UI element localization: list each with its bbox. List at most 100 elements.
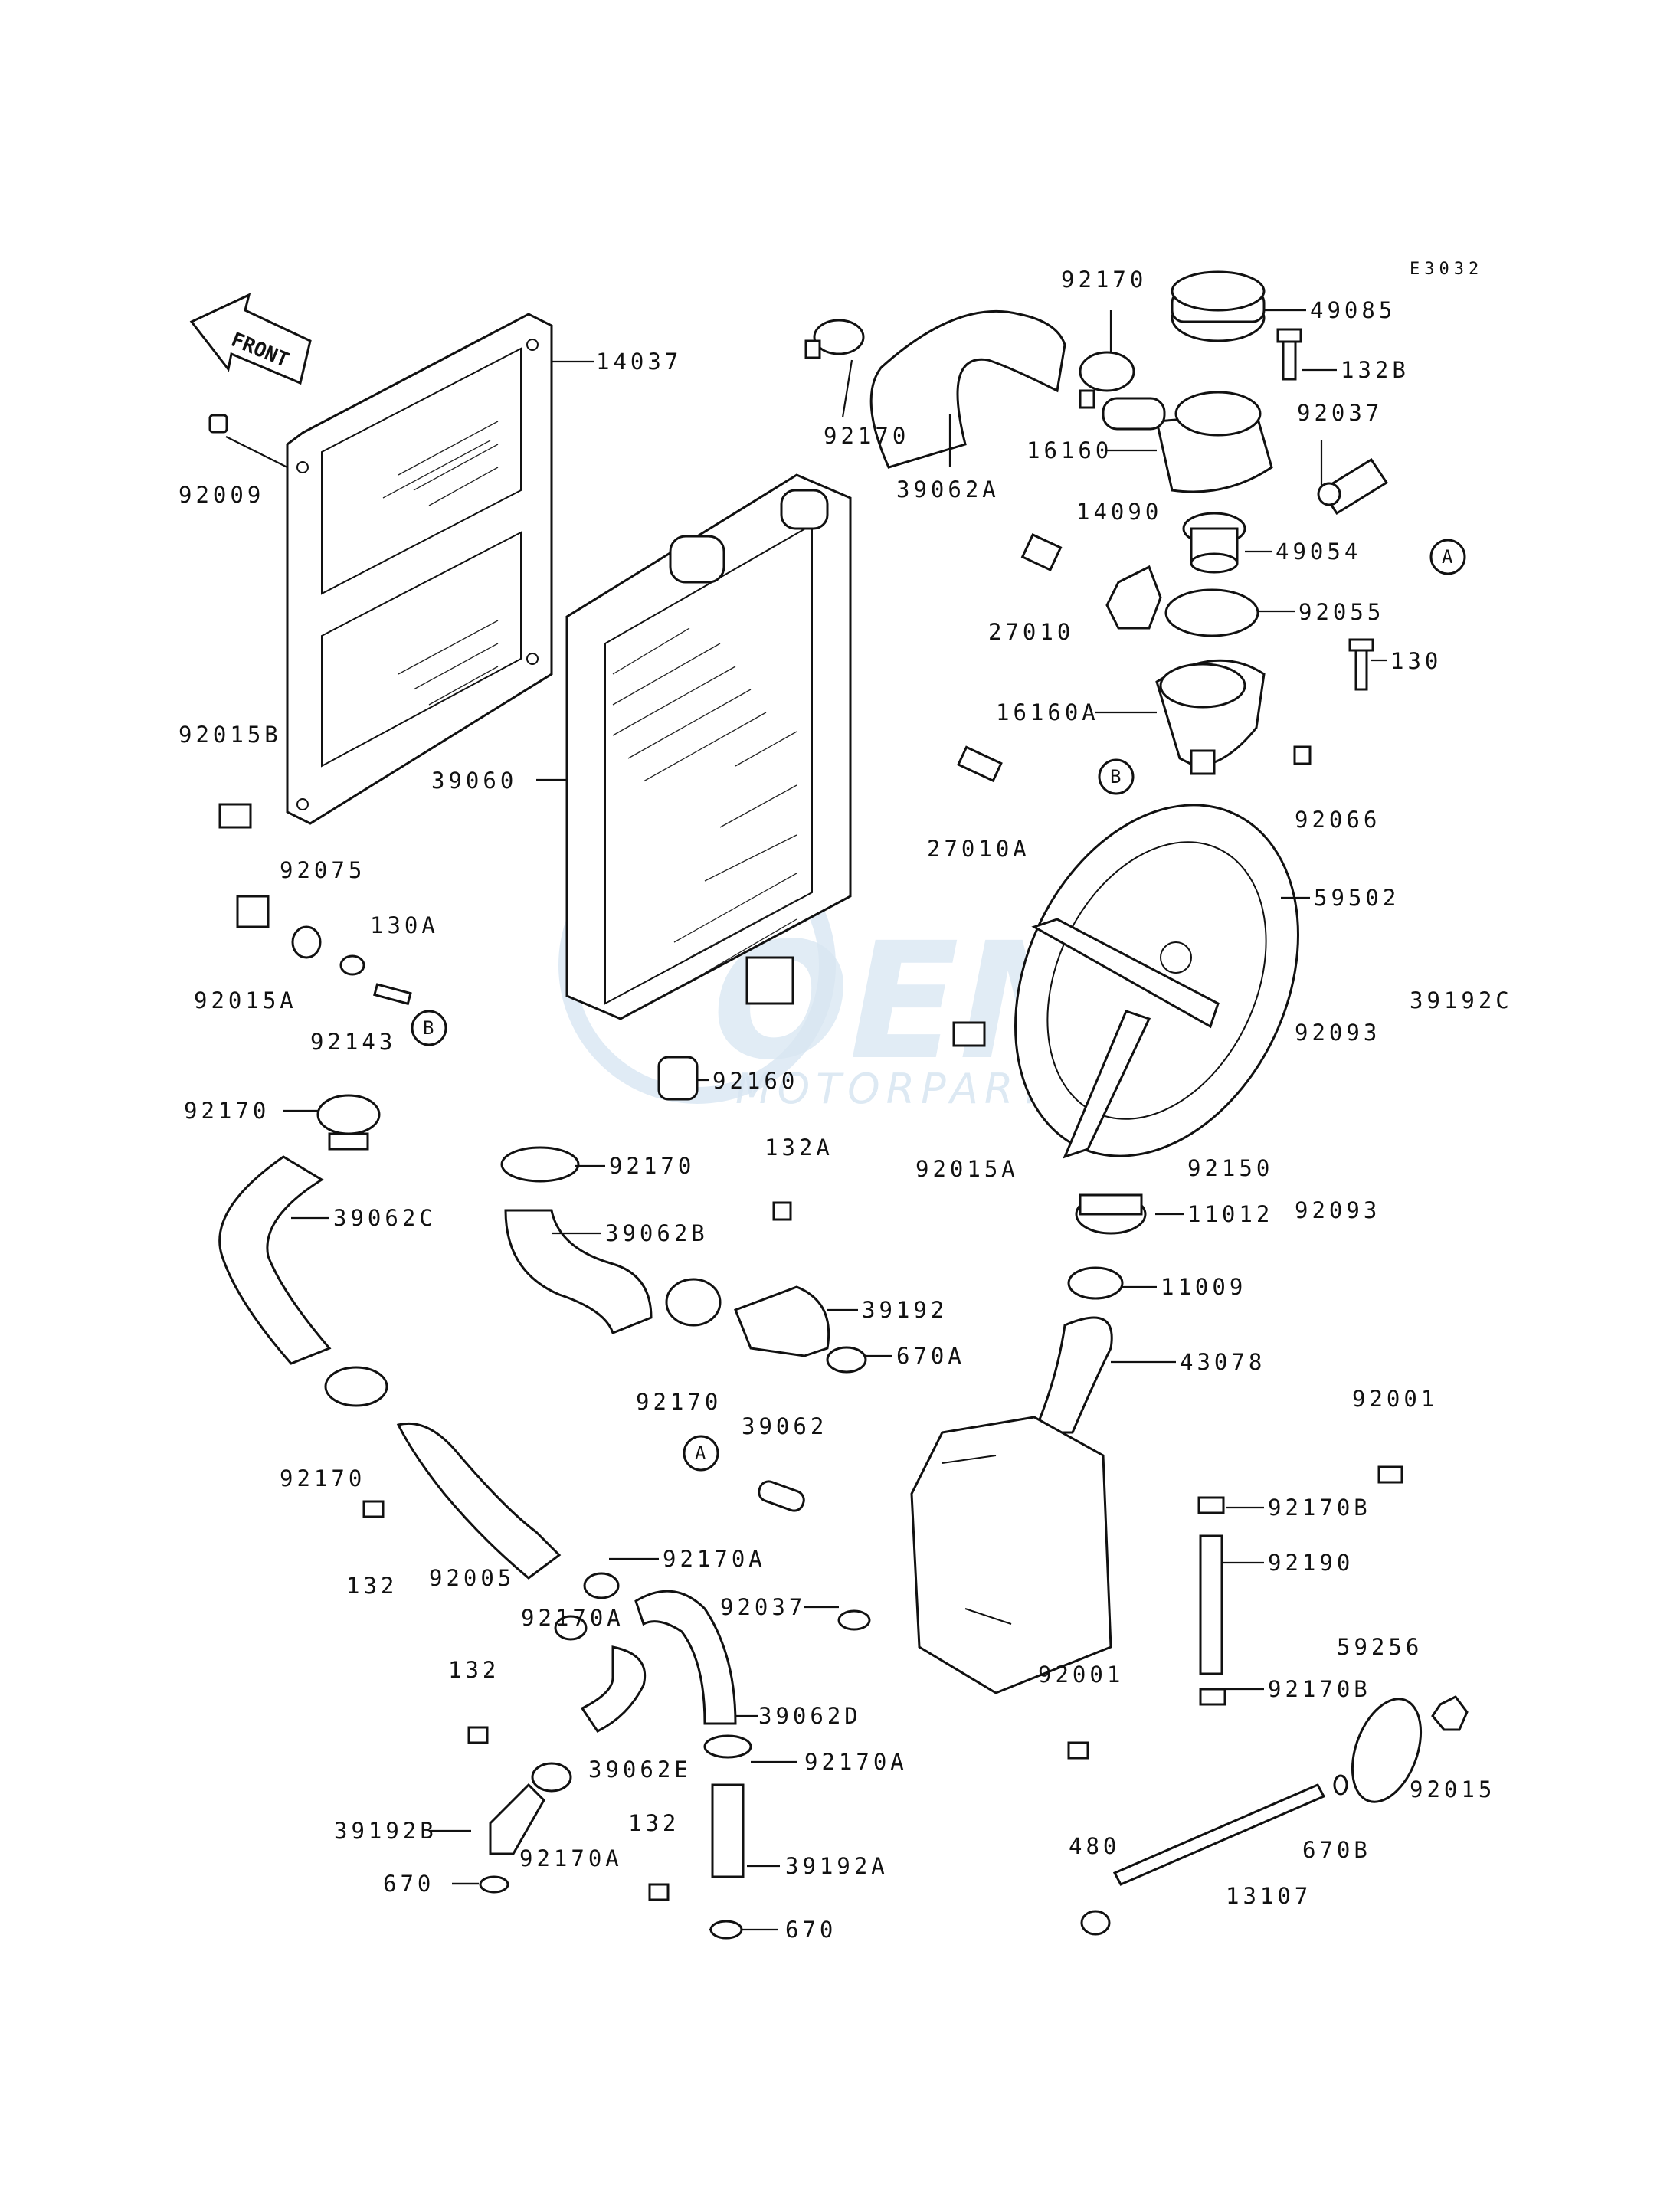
bolt [648,1883,670,1901]
callout-39192A: 39192A [785,1853,889,1879]
collar-92143 [339,954,365,976]
tube-92190 [1199,1534,1223,1675]
radiator-shroud [286,313,553,825]
callout-59256: 59256 [1337,1634,1423,1660]
callout-92093: 92093 [1295,1020,1380,1046]
callout-92170: 92170 [824,423,909,449]
callout-132B: 132B [1341,357,1410,383]
bolt [1276,328,1302,381]
hose-clamp [324,1366,388,1407]
o-ring-92055 [1164,588,1259,637]
callout-92170: 92170 [1061,267,1147,293]
callout-16160A: 16160A [996,699,1099,725]
callout-92170: 92170 [280,1465,365,1491]
tube-39062 [758,1480,805,1512]
callout-670B: 670B [1302,1837,1371,1863]
hose-clamp [500,1146,580,1183]
callout-480: 480 [1069,1833,1120,1859]
callout-39062E: 39062E [588,1757,692,1783]
bolt [208,414,228,434]
callout-92170: 92170 [184,1098,270,1124]
seal-11009 [1067,1266,1124,1300]
radiator [565,473,852,1020]
thermostat-housing [1155,659,1266,775]
hose-clamp [531,1762,572,1793]
callout-670: 670 [383,1871,434,1897]
callout-132: 132 [448,1657,499,1683]
thermostat [1182,512,1246,574]
grommet-92160 [657,1056,699,1101]
callout-92037: 92037 [1297,400,1383,426]
svg-text:B: B [1110,766,1121,787]
callout-92015A: 92015A [915,1156,1019,1182]
pipe-92005 [396,1422,562,1580]
bolt [1067,1741,1089,1760]
hose-clamp [583,1572,620,1599]
leader-lines [225,309,1387,1931]
diagram-code: E3032 [1410,260,1483,279]
callout-92005: 92005 [429,1565,515,1591]
pipe-39192A [711,1783,745,1878]
callout-39062B: 39062B [605,1220,709,1246]
snap-ring [837,1609,871,1631]
callout-92170: 92170 [609,1153,695,1179]
callout-39192: 39192 [862,1297,948,1323]
callout-132: 132 [346,1573,398,1599]
callout-92037: 92037 [720,1594,806,1620]
clamp-92170B [1197,1496,1225,1514]
callout-16160: 16160 [1027,437,1112,463]
callout-130: 130 [1390,648,1442,674]
clip-92015A [236,895,270,928]
ref-marker-a: A A [683,539,1466,1472]
hose-clamp [554,1615,588,1641]
cap-11012 [1075,1193,1147,1235]
reserve-tank [910,1316,1113,1694]
callout-14090: 14090 [1076,499,1162,525]
temp-sensor [957,745,1003,783]
bolt [772,1201,792,1221]
callout-39192B: 39192B [334,1818,437,1844]
bolt [362,1500,385,1518]
callout-92160: 92160 [712,1068,798,1094]
callout-11012: 11012 [1187,1201,1273,1227]
callout-27010: 27010 [988,619,1074,645]
bolt [467,1726,489,1744]
hose-39062A [869,309,1066,469]
callout-92055: 92055 [1298,599,1384,625]
callout-39192C: 39192C [1410,987,1513,1013]
hose-39062B [504,1209,653,1334]
clamp-92170B [1199,1688,1226,1706]
hose-clamp [703,1734,752,1759]
snap-ring [1317,482,1341,506]
callout-92015B: 92015B [178,722,282,748]
o-ring-670 [709,1920,743,1940]
callout-92015: 92015 [1410,1776,1495,1802]
callout-92170: 92170 [636,1389,722,1415]
watermark-sub: MOTORPARTS [735,1065,1083,1113]
callout-92170A: 92170A [521,1605,624,1631]
bolt [1348,638,1374,691]
grommet-92075 [291,925,322,959]
callout-43078: 43078 [1180,1349,1266,1375]
hose-39062E [580,1645,647,1733]
svg-text:A: A [1442,546,1453,568]
callout-92066: 92066 [1295,807,1380,833]
front-arrow: FRONT [189,293,312,385]
callout-92170B: 92170B [1268,1495,1371,1521]
callout-132: 132 [628,1810,680,1836]
callout-39062C: 39062C [333,1205,437,1231]
hose-clamp [665,1278,722,1327]
nut-92015 [1431,1695,1469,1731]
callout-670A: 670A [896,1343,965,1369]
callout-132A: 132A [765,1135,833,1161]
clip-92015B [218,803,252,829]
pipe-39192B [489,1783,545,1855]
hose-39062C [218,1155,332,1365]
shaft-13107 [1112,1783,1326,1886]
hose-clamp [1079,351,1135,409]
callout-49085: 49085 [1310,297,1396,323]
ref-marker-b: B B [411,758,1135,1046]
callout-39062A: 39062A [896,476,1000,503]
callout-14037: 14037 [596,349,682,375]
